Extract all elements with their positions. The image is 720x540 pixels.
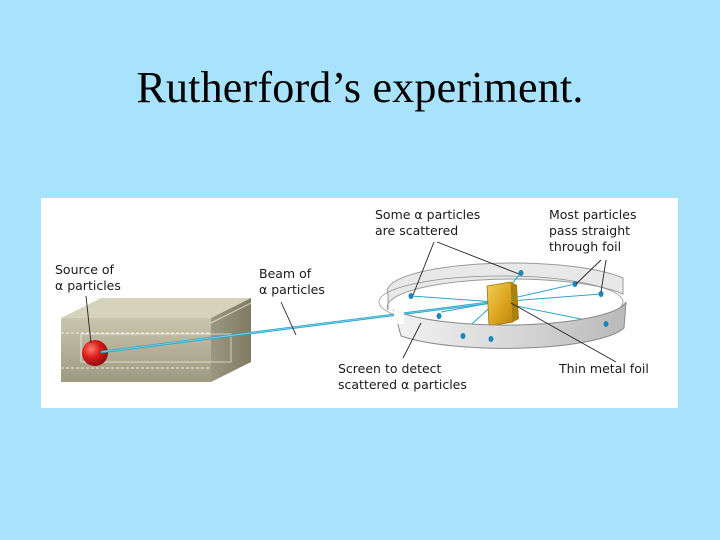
label-straight-line1: Most particles (549, 207, 637, 222)
particle-hits (408, 270, 609, 342)
label-foil-line1: Thin metal foil (559, 361, 649, 376)
thin-metal-foil (486, 281, 519, 327)
label-straight: Most particles pass straight through foi… (549, 207, 636, 255)
alpha-source (82, 340, 108, 366)
label-source: Source of α particles (55, 262, 121, 294)
label-screen-line2: scattered α particles (338, 377, 467, 392)
label-source-line1: Source of (55, 262, 114, 277)
label-beam: Beam of α particles (259, 266, 325, 298)
label-screen: Screen to detect scattered α particles (338, 361, 467, 393)
label-beam-line2: α particles (259, 282, 325, 297)
label-scattered-line1: Some α particles (375, 207, 481, 222)
label-straight-line3: through foil (549, 239, 622, 254)
label-scattered-line2: are scattered (375, 223, 459, 238)
rutherford-diagram: Source of α particles Beam of α particle… (41, 198, 678, 408)
label-straight-line2: pass straight (549, 223, 631, 238)
label-source-line2: α particles (55, 278, 121, 293)
label-screen-line1: Screen to detect (338, 361, 442, 376)
label-scattered: Some α particles are scattered (375, 207, 480, 239)
label-foil: Thin metal foil (559, 361, 649, 377)
label-beam-line1: Beam of (259, 266, 312, 281)
leader-lines (85, 241, 617, 363)
slide-title: Rutherford’s experiment. (136, 63, 584, 112)
diagram-graphic (61, 241, 627, 382)
source-box (61, 298, 252, 382)
